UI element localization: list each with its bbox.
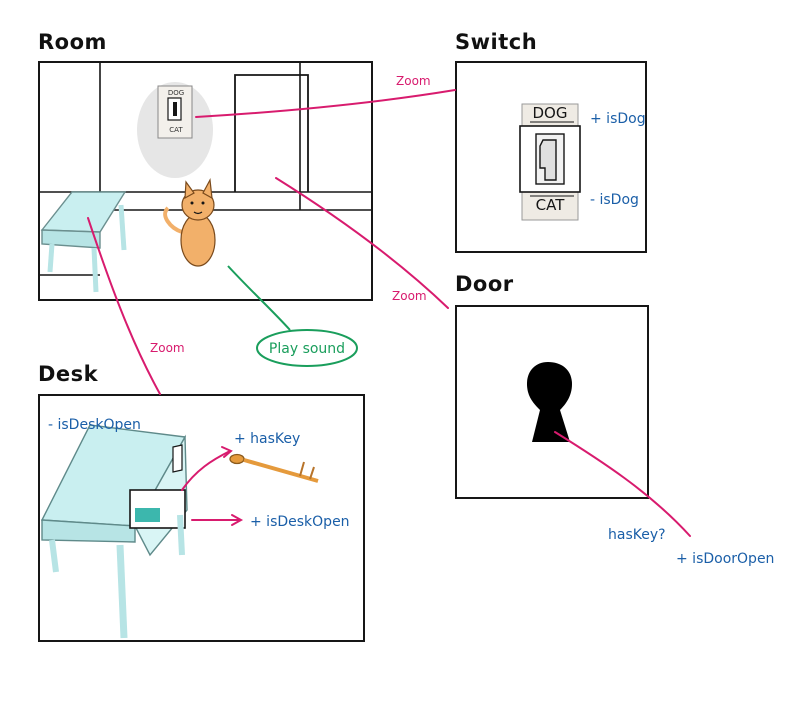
switch-unset-dog-label: - isDog [590, 192, 639, 208]
switch-dog-label: DOG [533, 104, 568, 122]
room-desk-drawing [40, 191, 127, 293]
desk-initial-state-label: - isDeskOpen [48, 417, 141, 433]
play-sound-connector [227, 265, 358, 367]
room-door-drawing [234, 74, 309, 192]
door-condition-label: hasKey? [608, 527, 666, 543]
desk-key-arrow [181, 450, 231, 491]
key-drawing [229, 453, 319, 483]
zoom-desk-line [87, 217, 161, 395]
play-sound-label[interactable]: Play sound [269, 341, 345, 357]
keyhole-drawing [526, 362, 572, 442]
zoom-door-line [275, 177, 449, 309]
room-switch-dog-label: DOG [168, 89, 184, 97]
desk-open-label: + isDeskOpen [250, 514, 350, 530]
cat-drawing [163, 178, 216, 267]
switch-cat-label: CAT [536, 196, 566, 214]
zoom-desk-label: Zoom [150, 341, 185, 355]
switch-set-dog-label: + isDog [590, 111, 646, 127]
room-title: Room [38, 30, 107, 54]
door-result-label: + isDoorOpen [676, 551, 774, 567]
switch-plate-drawing [519, 103, 581, 221]
zoom-switch-line [195, 89, 456, 118]
switch-title: Switch [455, 30, 538, 54]
door-key-line [554, 431, 691, 537]
desk-title: Desk [38, 362, 99, 386]
zoom-connectors [87, 89, 691, 537]
desk-has-key-label: + hasKey [234, 431, 300, 447]
room-switch-drawing [137, 82, 213, 178]
zoom-door-label: Zoom [392, 289, 427, 303]
play-sound-bubble [256, 329, 358, 367]
room-switch-cat-label: CAT [169, 126, 183, 134]
desk-drawing [40, 424, 188, 639]
zoom-switch-label: Zoom [396, 74, 431, 88]
door-panel[interactable] [455, 305, 649, 499]
door-title: Door [455, 272, 514, 296]
